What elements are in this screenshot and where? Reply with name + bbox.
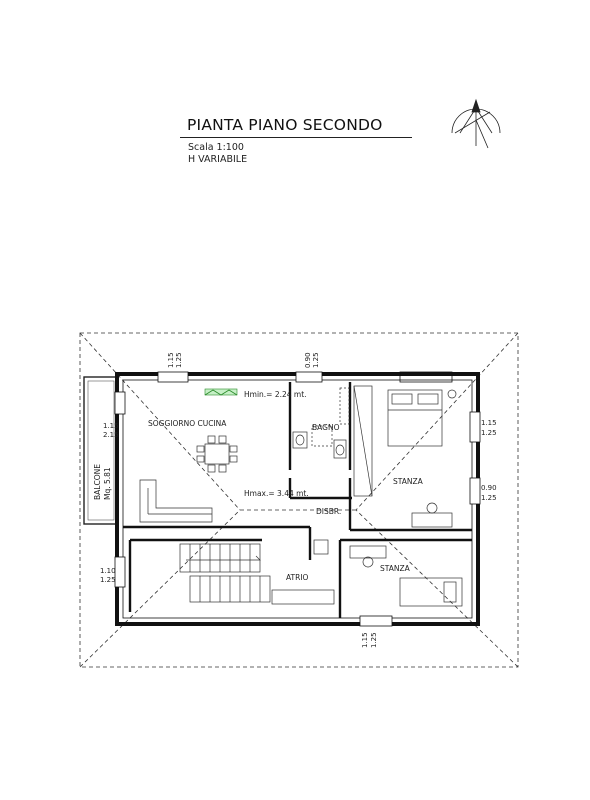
- room-label-stanza-2: STANZA: [380, 564, 411, 573]
- desk: [411, 502, 453, 528]
- title-underline: [180, 137, 412, 138]
- room-label-bagno: BAGNO: [312, 423, 340, 432]
- balcony-area: Mq. 5.81: [103, 467, 112, 500]
- dining-table: [196, 435, 238, 473]
- interior-walls: [123, 382, 472, 618]
- dim-left-window2-a: 1.10: [100, 567, 116, 575]
- windows: [114, 371, 481, 627]
- wardrobe: [353, 385, 373, 497]
- scale-note: Scala 1:100: [188, 142, 244, 153]
- drawing-title: PIANTA PIANO SECONDO: [187, 116, 383, 134]
- hmin-note: Hmin.= 2.24 mt.: [244, 390, 307, 399]
- dim-right-window2-a: 0.90: [481, 484, 497, 492]
- dim-top-window2-a: 0.90: [304, 352, 312, 368]
- dim-top-window-b: 1.25: [175, 352, 183, 368]
- dim-bottom-window-b: 1.25: [370, 632, 378, 648]
- sofa: [139, 479, 213, 523]
- dim-right-window2-b: 1.25: [481, 494, 497, 502]
- dim-left-window2-b: 1.25: [100, 576, 116, 584]
- dim-right-window-a: 1.15: [481, 419, 497, 427]
- staircase: [179, 539, 335, 605]
- dim-top-window2-b: 1.25: [312, 352, 320, 368]
- skylight-marker: [204, 388, 238, 396]
- north-arrow-icon: [451, 98, 501, 149]
- double-bed: [387, 389, 457, 447]
- dim-left-window-b: 2.15: [103, 431, 119, 439]
- balcony: [83, 376, 119, 525]
- room-label-soggiorno: SOGGIORNO CUCINA: [148, 419, 227, 428]
- bathroom-fixtures: [292, 387, 350, 459]
- room-label-stanza-1: STANZA: [393, 477, 424, 486]
- hmax-note: Hmax.= 3.44 mt.: [244, 489, 309, 498]
- single-bed: [349, 545, 463, 607]
- room-label-atrio: ATRIO: [286, 573, 309, 582]
- room-label-disbr: DISBR.: [316, 507, 341, 516]
- roof-outline: [79, 332, 519, 668]
- dim-right-window-b: 1.25: [481, 429, 497, 437]
- dim-bottom-window-a: 1.15: [361, 632, 369, 648]
- height-note: H VARIABILE: [188, 154, 248, 165]
- dim-top-window-a: 1.15: [167, 352, 175, 368]
- dim-left-window-a: 1.15: [103, 422, 119, 430]
- balcony-label: BALCONE: [93, 464, 102, 500]
